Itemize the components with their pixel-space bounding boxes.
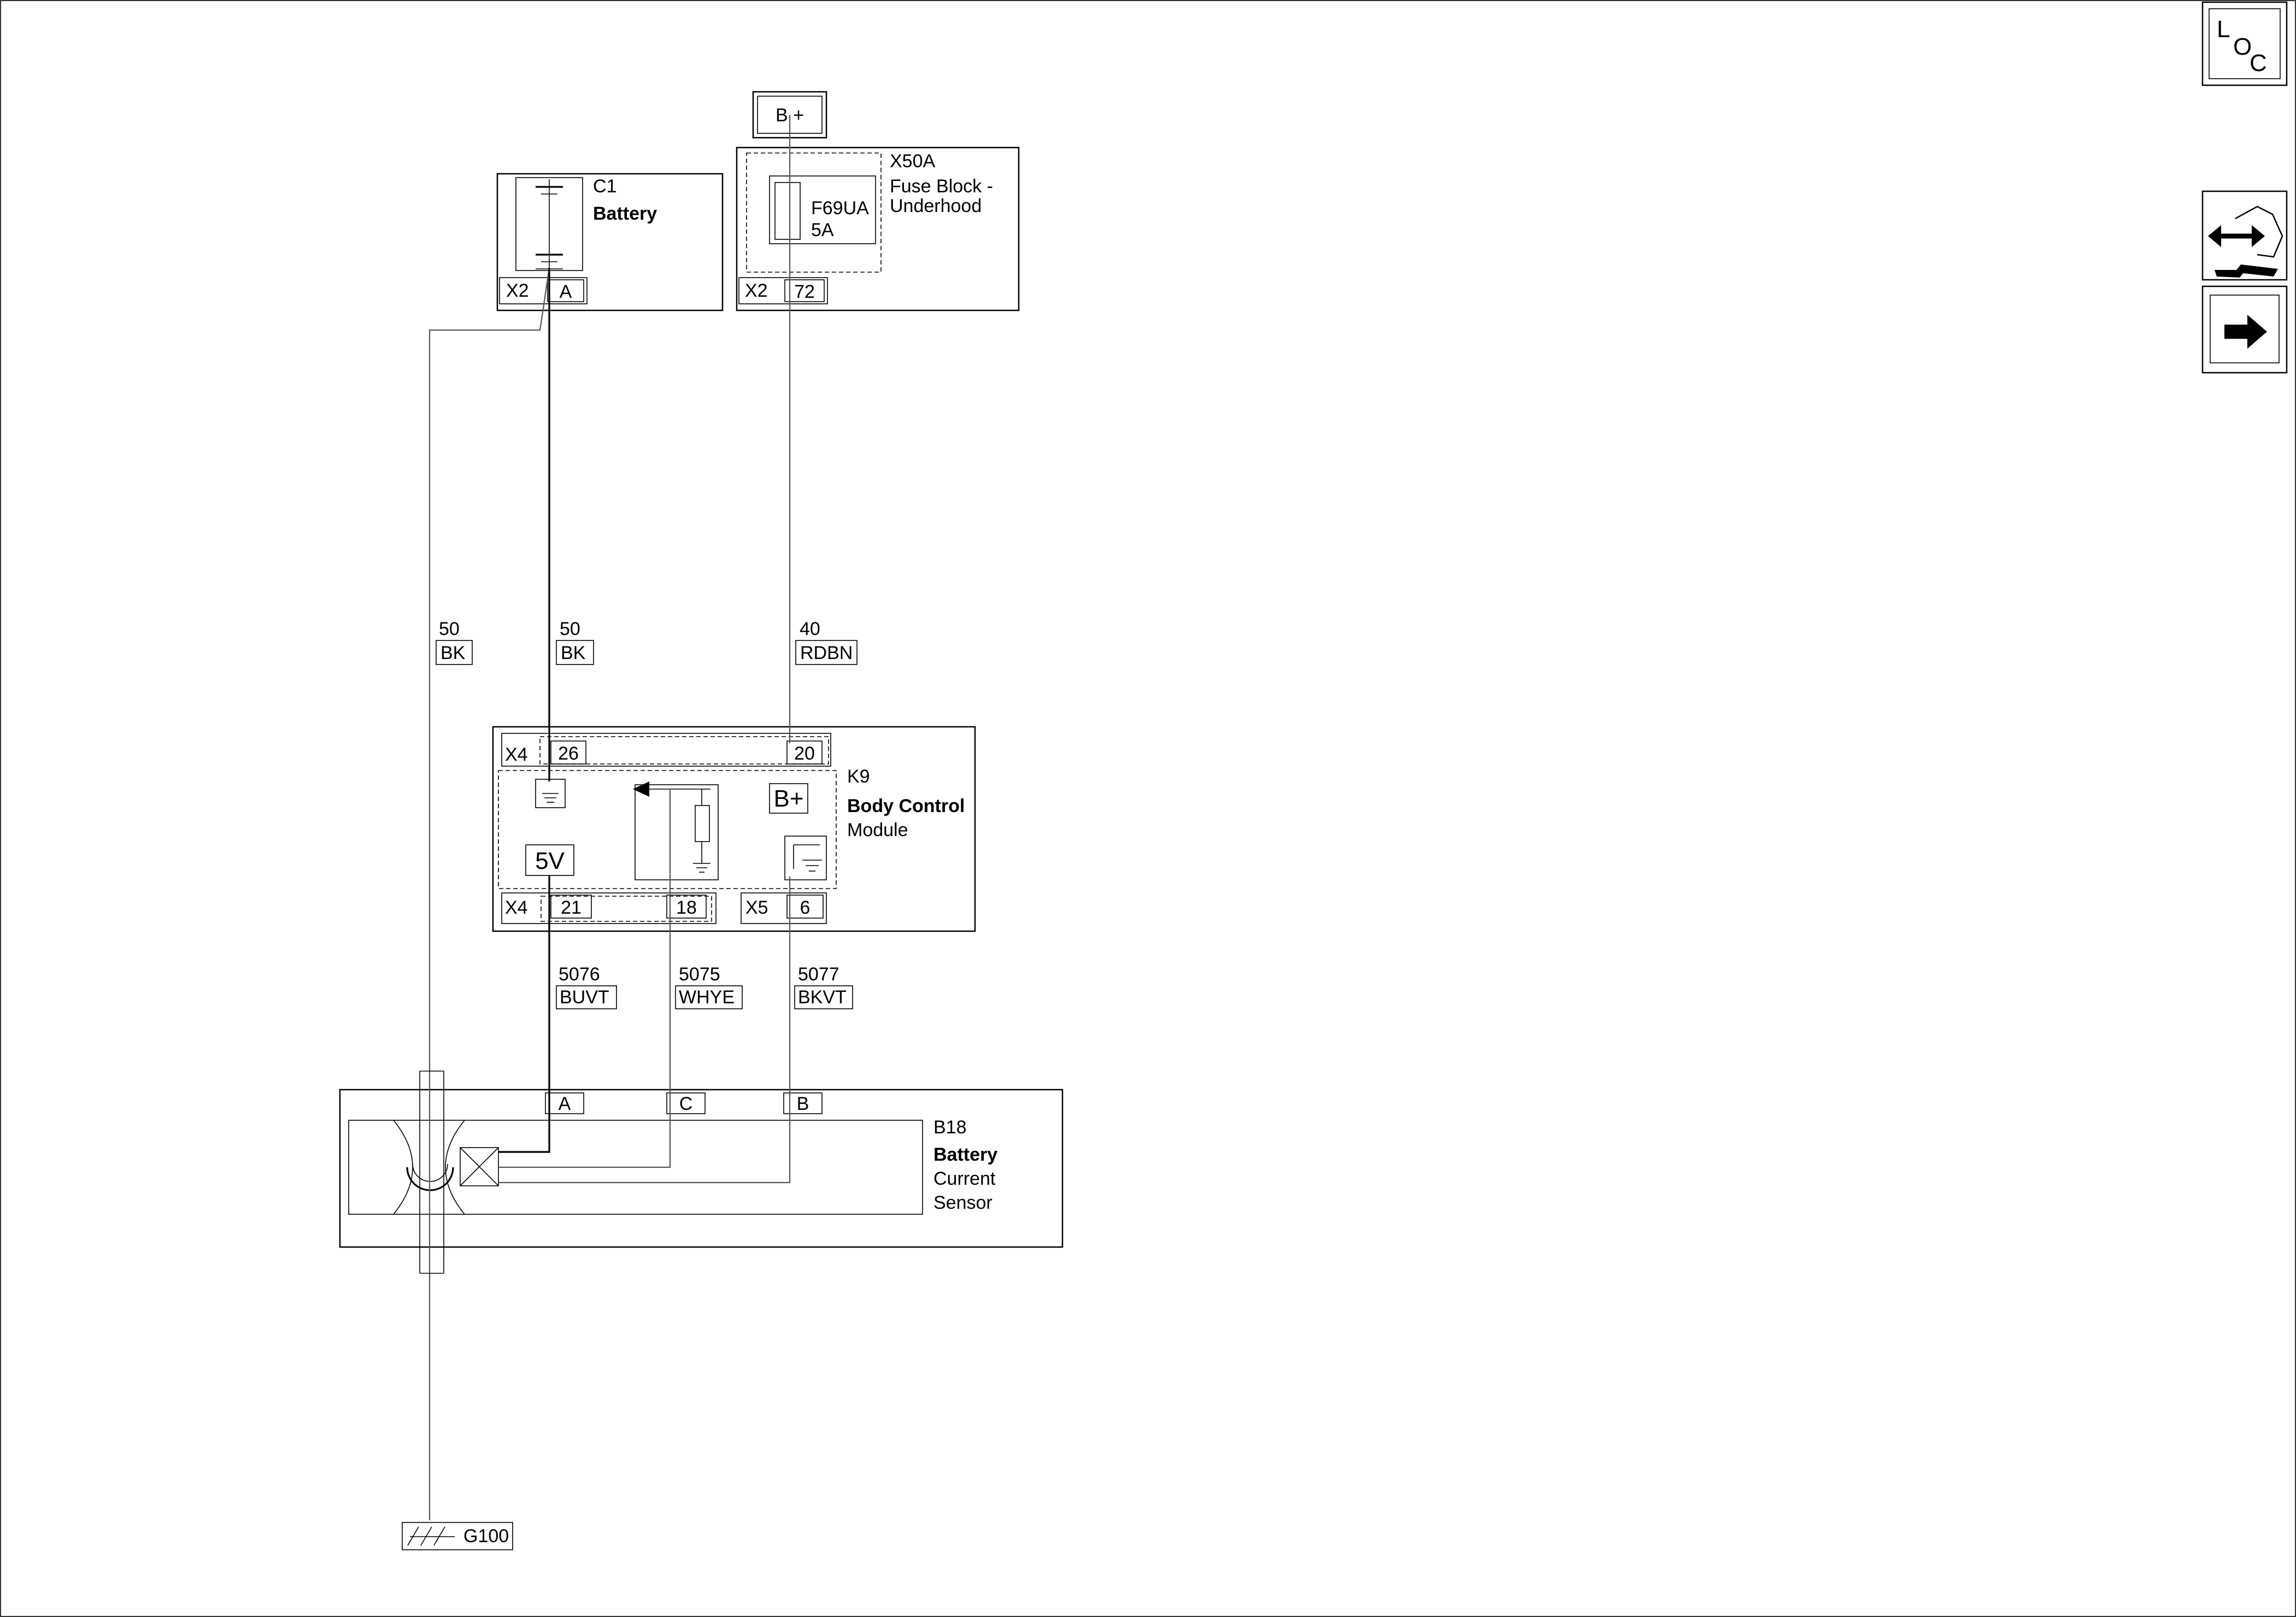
- wire-circuit-sensor-signal: 5075: [679, 964, 720, 985]
- fuse-id: F69UA: [811, 198, 869, 219]
- wire-color-sensor-signal: WHYE: [679, 987, 735, 1008]
- sensor-pin-c: C: [679, 1093, 693, 1114]
- bcm-name-1: Body Control: [847, 796, 965, 816]
- wire-color-ground-cable: BK: [441, 643, 466, 663]
- wire-circuit-sensor-5v: 5076: [559, 964, 600, 985]
- bcm-bottom-connector-x5: X5: [745, 897, 768, 918]
- fuse-block-connector: X2: [745, 280, 768, 301]
- bcm-name-2: Module: [847, 820, 908, 840]
- fuse-block-id: X50A: [890, 151, 935, 172]
- bcm-bottom-connector-x4: X4: [505, 897, 528, 918]
- sensor-name-2: Current: [933, 1168, 996, 1189]
- location-icon[interactable]: L O C: [2201, 1, 2288, 86]
- wire-label-ground-cable: 50 BK: [436, 619, 473, 665]
- loc-letter-l: L: [2217, 16, 2230, 43]
- wire-circuit-sensor-low: 5077: [798, 964, 839, 985]
- bcm-pin-26: 26: [558, 743, 579, 764]
- battery-component: C1 Battery X2 A: [496, 173, 724, 311]
- bcm-pin-6: 6: [800, 897, 811, 918]
- battery-name: Battery: [593, 203, 657, 224]
- sensor-low-wire: [498, 877, 791, 1184]
- sensor-signal-wire: [498, 789, 671, 1168]
- sensor-5v-wire: [498, 875, 550, 1153]
- wire-label-battery-cable: 50 BK: [556, 619, 594, 665]
- wire-circuit-fuse-feed: 40: [800, 619, 820, 639]
- battery-current-sensor: A C B B18 Battery Current Sensor: [339, 1089, 1064, 1248]
- bcm-bplus-label: B+: [773, 785, 803, 812]
- wire-label-sensor-5v: 5076 BUVT: [556, 964, 617, 1009]
- wire-color-sensor-low: BKVT: [798, 987, 847, 1008]
- bcm-pin-20: 20: [794, 743, 815, 764]
- loc-letter-c: C: [2250, 50, 2267, 77]
- bcm-id: K9: [847, 766, 870, 787]
- sensor-id: B18: [933, 1117, 967, 1138]
- wire-color-fuse-feed: RDBN: [800, 643, 853, 663]
- battery-connector: X2: [506, 280, 529, 301]
- sensor-pin-b: B: [797, 1093, 809, 1114]
- wire-color-battery-cable: BK: [561, 643, 586, 663]
- bcm-pin-18: 18: [676, 897, 697, 918]
- fuse-block-name-1: Fuse Block -: [890, 176, 993, 197]
- ground-cable-wire: [419, 267, 550, 1520]
- bcm-component: X4 26 20 5V B+ K9 Bod: [492, 726, 976, 932]
- sensor-pin-a: A: [559, 1093, 571, 1114]
- bcm-top-connector: X4: [505, 744, 528, 765]
- loc-letter-o: O: [2233, 33, 2252, 60]
- bcm-pin-21: 21: [561, 897, 582, 918]
- next-page-arrow-icon[interactable]: [2201, 285, 2288, 374]
- wire-circuit-battery-cable: 50: [560, 619, 580, 639]
- fuse-block-component: X50A Fuse Block - Underhood F69UA 5A X2 …: [736, 146, 1020, 311]
- wire-label-fuse-feed: 40 RDBN: [795, 619, 858, 665]
- fuse-rating: 5A: [811, 220, 834, 240]
- battery-pin: A: [560, 281, 572, 302]
- wire-color-sensor-5v: BUVT: [560, 987, 609, 1008]
- wire-label-sensor-signal: 5075 WHYE: [675, 964, 743, 1009]
- sensor-name-3: Sensor: [933, 1192, 993, 1213]
- fuse-block-pin: 72: [794, 281, 815, 302]
- wire-label-sensor-low: 5077 BKVT: [794, 964, 853, 1009]
- connector-diagnostic-icon[interactable]: [2201, 190, 2288, 281]
- sensor-name-1: Battery: [933, 1144, 997, 1165]
- battery-id: C1: [593, 176, 616, 197]
- ground-label: G100: [463, 1526, 509, 1547]
- bcm-5v-label: 5V: [535, 848, 565, 874]
- ground-g100: G100: [402, 1522, 513, 1550]
- wire-circuit-ground-cable: 50: [439, 619, 460, 639]
- fuse-block-name-2: Underhood: [890, 196, 982, 216]
